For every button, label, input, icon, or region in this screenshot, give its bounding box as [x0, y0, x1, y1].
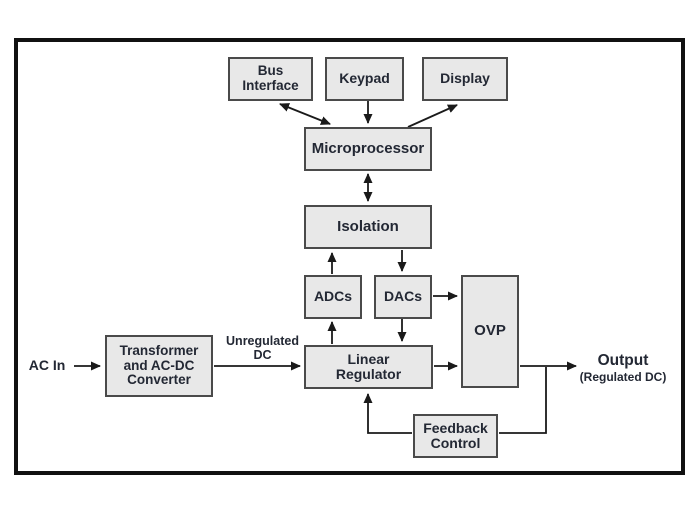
node-isolation-label: Isolation — [337, 217, 399, 235]
node-microprocessor: Microprocessor — [304, 127, 432, 171]
label-ac-in: AC In — [28, 357, 66, 373]
node-transformer-converter: Transformer and AC-DC Converter — [105, 335, 213, 397]
node-ovp: OVP — [461, 275, 519, 388]
node-display: Display — [422, 57, 508, 101]
node-dacs: DACs — [374, 275, 432, 319]
node-adcs: ADCs — [304, 275, 362, 319]
node-ovp-label: OVP — [474, 322, 506, 340]
node-adcs-label: ADCs — [313, 288, 353, 305]
node-keypad: Keypad — [325, 57, 404, 101]
node-dacs-label: DACs — [383, 288, 423, 305]
label-output-regulated-dc: (Regulated DC) — [579, 370, 667, 384]
node-feedback-control: Feedback Control — [413, 414, 498, 458]
node-display-label: Display — [440, 70, 490, 87]
node-keypad-label: Keypad — [339, 70, 390, 87]
node-bus-interface-label: Bus Interface — [242, 63, 299, 93]
label-unregulated-dc: Unregulated DC — [226, 334, 299, 362]
node-isolation: Isolation — [304, 205, 432, 249]
node-linear-regulator: Linear Regulator — [304, 345, 433, 389]
node-transformer-converter-label: Transformer and AC-DC Converter — [119, 342, 199, 388]
node-bus-interface: Bus Interface — [228, 57, 313, 101]
diagram-frame — [14, 38, 685, 475]
node-linear-regulator-label: Linear Regulator — [335, 350, 402, 382]
node-microprocessor-label: Microprocessor — [311, 139, 425, 157]
label-output: Output — [597, 352, 649, 369]
node-feedback-control-label: Feedback Control — [423, 419, 488, 451]
